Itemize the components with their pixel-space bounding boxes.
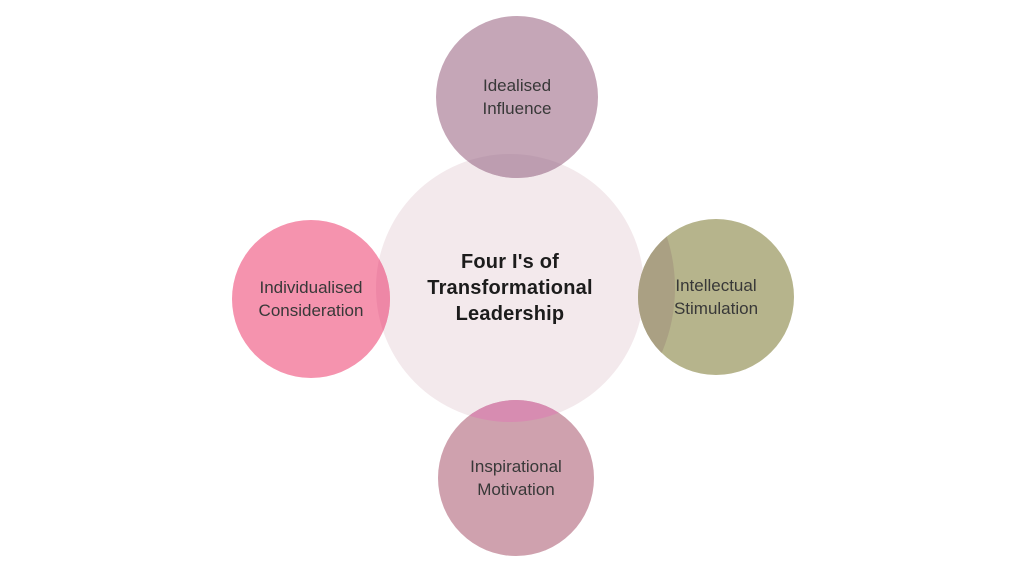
circle-inspirational-motivation-label: Inspirational Motivation (470, 457, 562, 499)
circle-individualised-consideration-label: Individualised Consideration (258, 278, 364, 320)
center-circle-label: Four I's of Transformational Leadership (427, 251, 593, 325)
circle-idealised-influence: Idealised Influence (436, 16, 598, 178)
circle-intellectual-stimulation: Intellectual Stimulation (638, 219, 794, 375)
circle-individualised-consideration: Individualised Consideration (232, 220, 390, 378)
circle-intellectual-stimulation-label: Intellectual Stimulation (673, 276, 759, 318)
circle-inspirational-motivation: Inspirational Motivation (438, 400, 594, 556)
center-circle: Four I's of Transformational Leadership (376, 154, 644, 422)
circle-idealised-influence-label: Idealised Influence (482, 76, 552, 118)
